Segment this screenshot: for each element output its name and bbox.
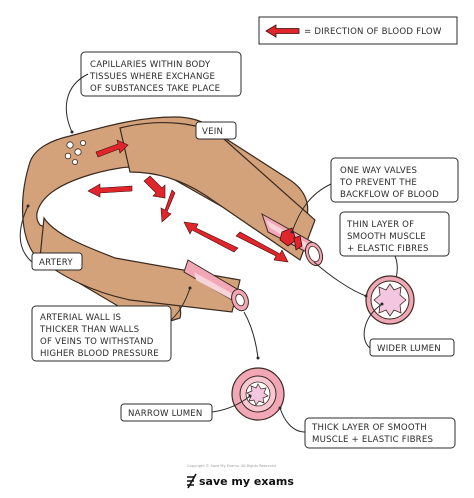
valves-line-1: ONE WAY VALVES: [340, 166, 417, 176]
artery-label: ARTERY: [31, 252, 83, 271]
narrow-lumen-text: NARROW LUMEN: [128, 409, 203, 419]
arterial-line-4: HIGHER BLOOD PRESSURE: [40, 349, 159, 359]
vein-cross-section: [365, 275, 415, 325]
narrow-lumen-label: NARROW LUMEN: [120, 403, 213, 422]
thick-line-1: THICK LAYER OF SMOOTH: [311, 423, 427, 433]
flow-arrow-4: [160, 189, 176, 223]
thick-line-2: MUSCLE + ELASTIC FIBRES: [312, 435, 433, 445]
flow-arrow-icon: [95, 139, 129, 158]
capillaries-label: CAPILLARIES WITHIN BODY TISSUES WHERE EX…: [80, 51, 242, 97]
capillaries-line-2: TISSUES WHERE EXCHANGE: [89, 72, 215, 82]
legend-text: = DIRECTION OF BLOOD FLOW: [304, 27, 442, 37]
arterial-line-3: OF VEINS TO WITHSTAND: [40, 337, 154, 347]
artery-text: ARTERY: [39, 258, 73, 268]
thin-line-1: THIN LAYER OF: [346, 220, 414, 230]
arterial-line-2: THICKER THAN WALLS: [39, 325, 139, 335]
wider-lumen-label: WIDER LUMEN: [369, 338, 455, 357]
arterial-line-1: ARTERIAL WALL IS: [40, 313, 121, 323]
legend: = DIRECTION OF BLOOD FLOW: [258, 16, 458, 45]
flow-arrow-3: [87, 183, 133, 198]
flow-arrows: [87, 139, 289, 263]
flow-arrow-5: [235, 231, 289, 263]
vein-text: VEIN: [202, 127, 223, 137]
capillaries-line-3: OF SUBSTANCES TAKE PLACE: [90, 84, 220, 94]
footer: Copyright © Save My Exams. All Rights Re…: [187, 464, 294, 489]
save-my-exams-logo-icon: [187, 473, 197, 489]
flow-arrow-6: [183, 221, 239, 253]
valves-line-3: BACKFLOW OF BLOOD: [340, 190, 439, 200]
artery-cutaway: [183, 259, 249, 312]
cross-section-icon: [231, 367, 285, 421]
copyright-text: Copyright © Save My Exams. All Rights Re…: [187, 464, 276, 468]
thin-line-3: + ELASTIC FIBRES: [347, 244, 429, 254]
valves-label: ONE WAY VALVES TO PREVENT THE BACKFLOW O…: [330, 157, 459, 203]
capillaries-line-1: CAPILLARIES WITHIN BODY: [90, 60, 211, 70]
arterial-wall-label: ARTERIAL WALL IS THICKER THAN WALLS OF V…: [31, 305, 172, 362]
wider-lumen-text: WIDER LUMEN: [377, 344, 441, 354]
left-arrow-icon: [265, 24, 300, 38]
capillary-bed: [64, 139, 87, 165]
thick-layer-label: THICK LAYER OF SMOOTH MUSCLE + ELASTIC F…: [304, 417, 456, 449]
thin-layer-label: THIN LAYER OF SMOOTH MUSCLE + ELASTIC FI…: [339, 211, 450, 257]
brand-text: save my exams: [199, 475, 294, 488]
flow-arrow-2: [143, 175, 166, 199]
vein-cutaway: [261, 212, 324, 267]
thin-line-2: SMOOTH MUSCLE: [347, 232, 426, 242]
vein-label: VEIN: [195, 121, 237, 140]
valves-line-2: TO PREVENT THE: [339, 178, 417, 188]
